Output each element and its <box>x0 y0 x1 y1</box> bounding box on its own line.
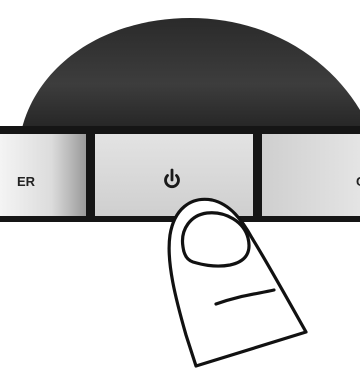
device-housing <box>22 18 360 128</box>
left-button-label: ER <box>17 174 36 189</box>
right-partial-button[interactable]: C <box>262 134 360 216</box>
power-button[interactable] <box>95 134 253 216</box>
left-partial-button[interactable]: ER <box>0 134 86 216</box>
right-button-label: C <box>356 174 360 189</box>
finger-pressing-icon <box>169 199 306 366</box>
